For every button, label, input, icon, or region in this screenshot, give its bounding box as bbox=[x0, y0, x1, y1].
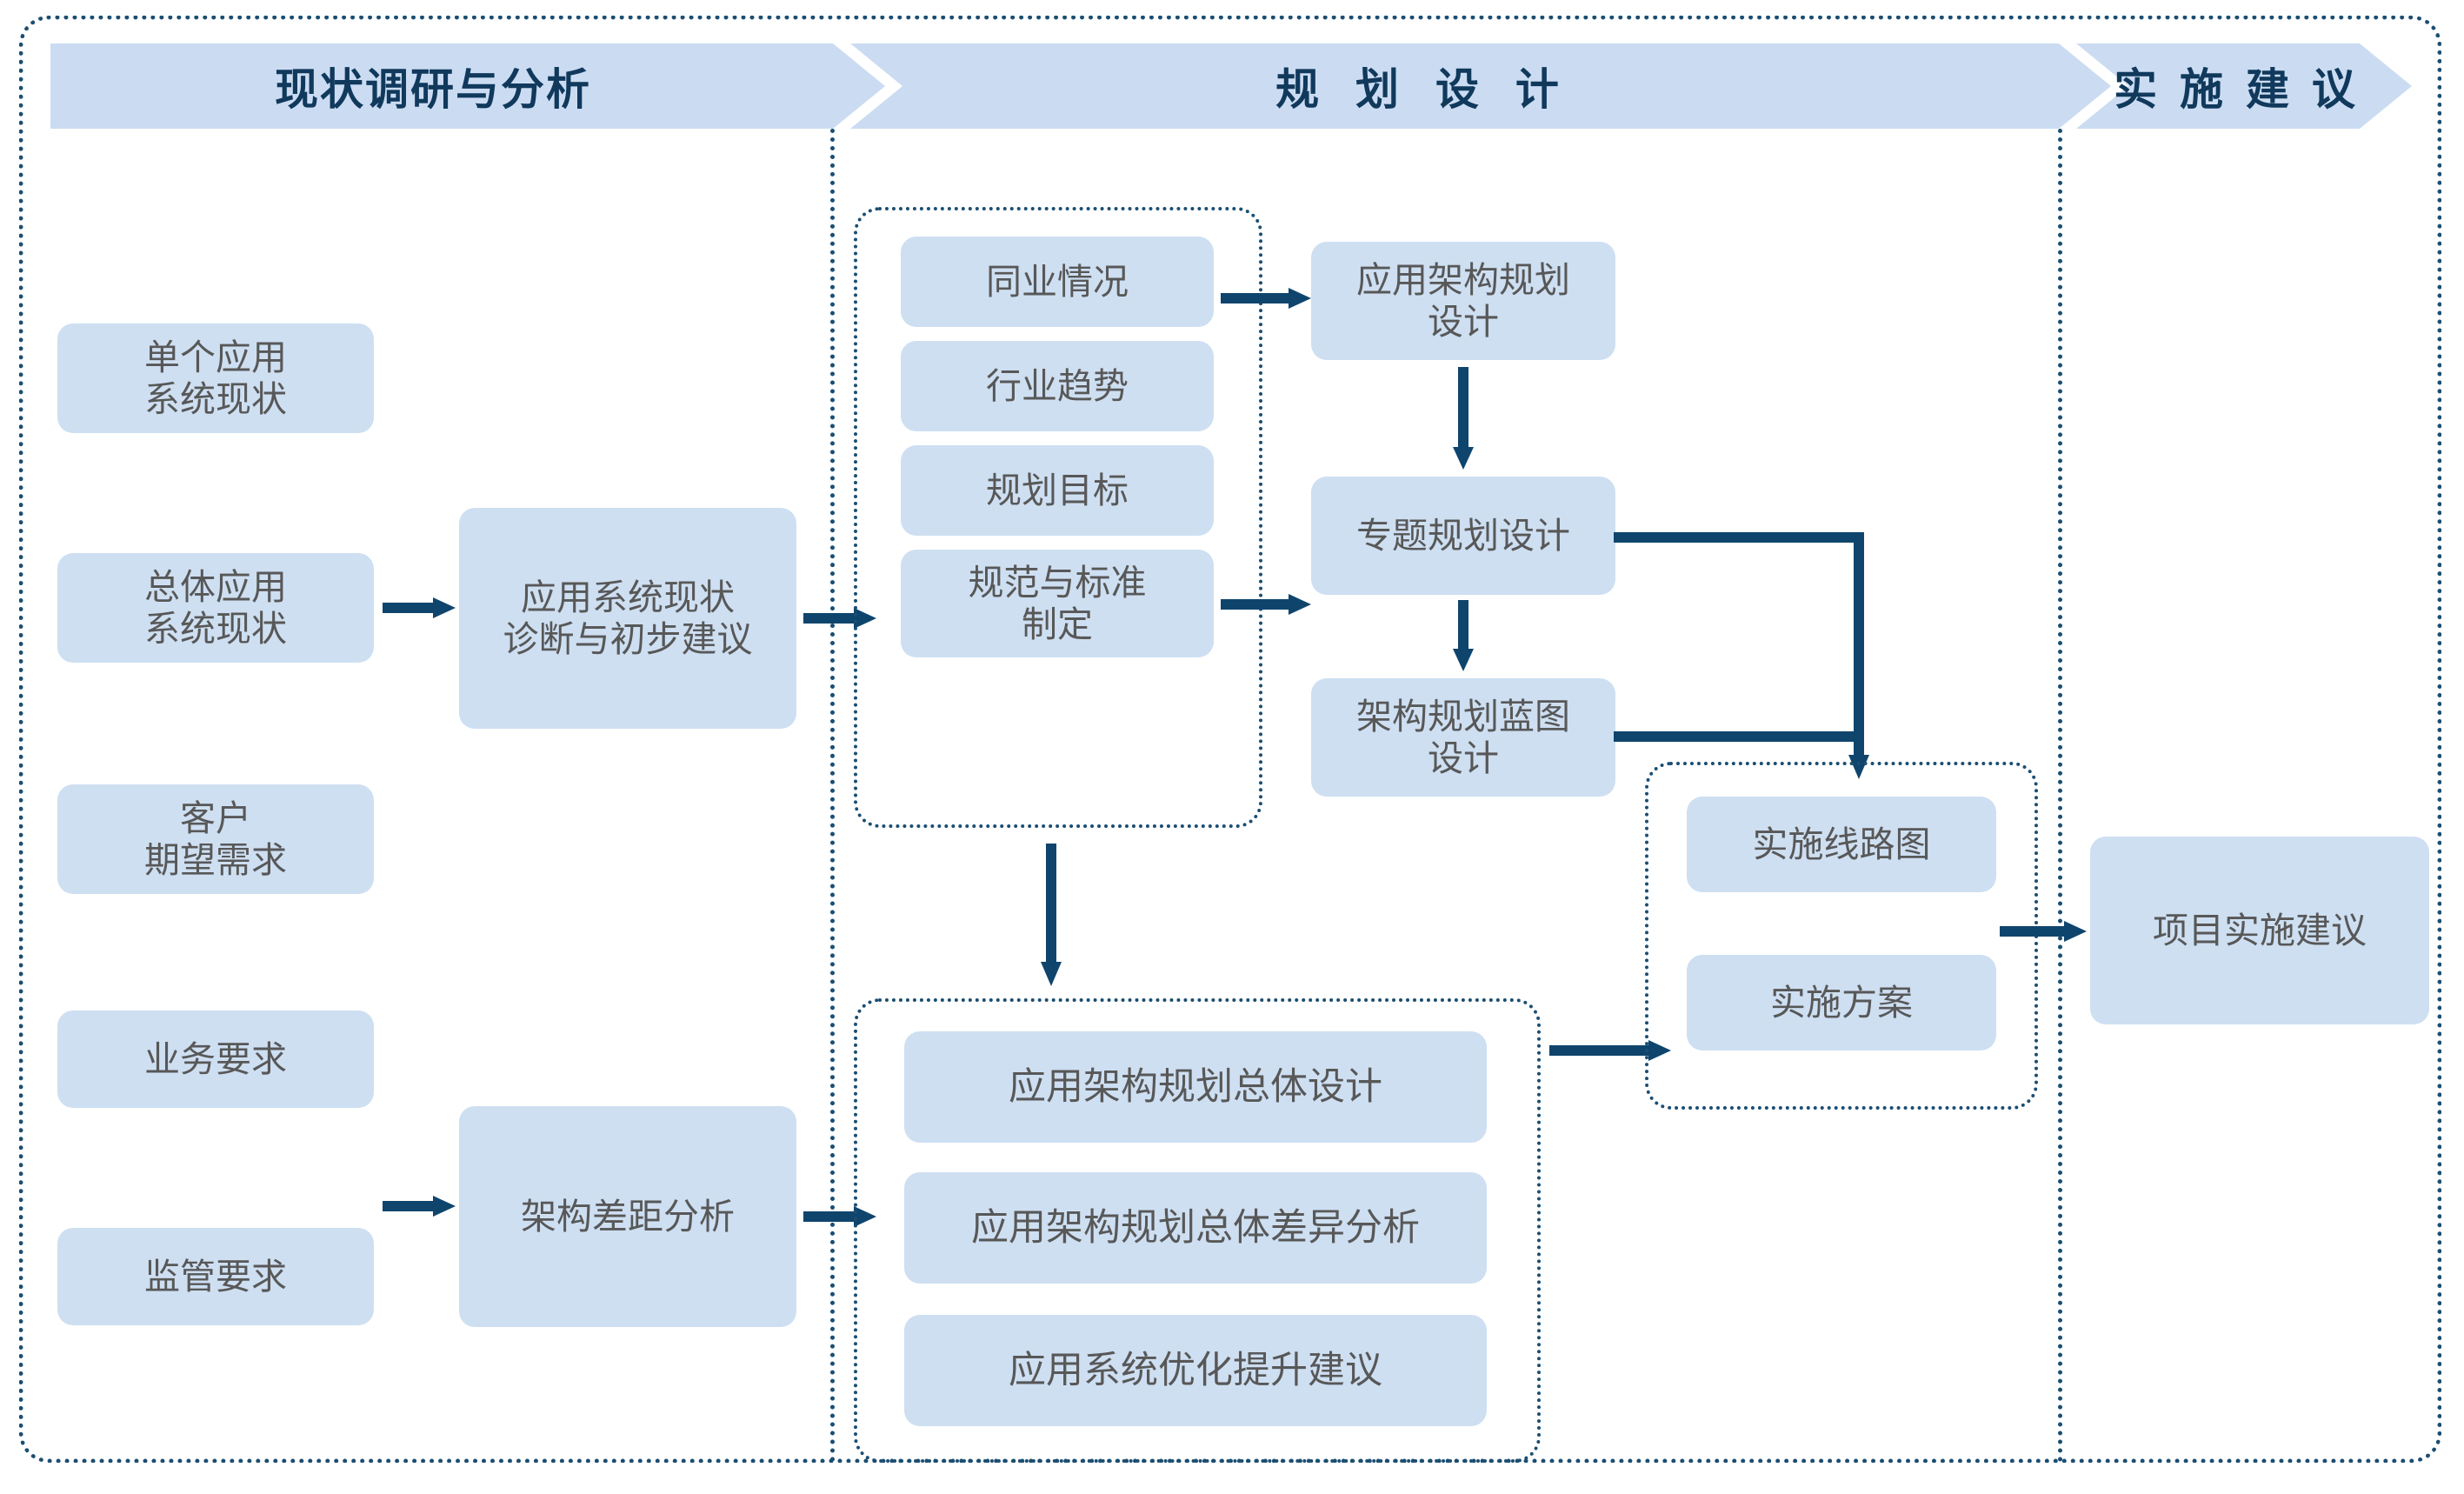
arrow-peer-situation-to-app-arch-plan bbox=[1221, 287, 1311, 310]
node-impl-roadmap[interactable]: 实施线路图 bbox=[1687, 797, 1996, 892]
arrow-topic-plan-to-implementation-group bbox=[1614, 522, 1875, 783]
group-planning-inputs bbox=[854, 207, 1262, 828]
arrow-requirements-to-gap-analysis bbox=[383, 1195, 456, 1217]
node-peer-situation[interactable]: 同业情况 bbox=[901, 237, 1214, 327]
node-diagnosis[interactable]: 应用系统现状 诊断与初步建议 bbox=[459, 508, 796, 729]
node-project-impl-advice[interactable]: 项目实施建议 bbox=[2090, 837, 2429, 1024]
arrow-diagnosis-to-planning-inputs bbox=[803, 607, 876, 630]
arrow-gap-analysis-to-overall-design bbox=[803, 1205, 876, 1228]
arrow-overall-design-to-implementation bbox=[1549, 1039, 1671, 1062]
arrow-standards-to-blueprint bbox=[1221, 593, 1311, 616]
group-overall-design bbox=[854, 998, 1541, 1463]
node-gap-analysis[interactable]: 架构差距分析 bbox=[459, 1106, 796, 1327]
arrow-app-arch-plan-to-topic-plan bbox=[1452, 367, 1475, 470]
node-overall-arch-design[interactable]: 应用架构规划总体设计 bbox=[904, 1031, 1487, 1143]
phase-banner bbox=[50, 43, 2412, 129]
node-optimization-advice[interactable]: 应用系统优化提升建议 bbox=[904, 1315, 1487, 1426]
node-impl-plan[interactable]: 实施方案 bbox=[1687, 955, 1996, 1050]
phase-title-implementation-advice: 实 施 建 议 bbox=[2114, 65, 2361, 114]
arrow-topic-plan-to-blueprint bbox=[1452, 600, 1475, 671]
node-app-arch-plan-design[interactable]: 应用架构规划 设计 bbox=[1311, 242, 1615, 360]
phase-title-current-state: 现状调研与分析 bbox=[275, 65, 591, 114]
node-planning-goal[interactable]: 规划目标 bbox=[901, 445, 1214, 536]
arrow-implementation-to-project-advice bbox=[2000, 920, 2087, 943]
input-business-req[interactable]: 业务要求 bbox=[57, 1010, 374, 1108]
arrow-overall-status-to-diagnosis bbox=[383, 597, 456, 619]
section-divider-analysis-planning bbox=[830, 129, 835, 1463]
input-overall-app-status[interactable]: 总体应用 系统现状 bbox=[57, 553, 374, 663]
arrow-planning-inputs-to-overall-design bbox=[1040, 844, 1062, 986]
input-regulatory-req[interactable]: 监管要求 bbox=[57, 1228, 374, 1325]
node-topic-plan-design[interactable]: 专题规划设计 bbox=[1311, 477, 1615, 595]
node-standards[interactable]: 规范与标准 制定 bbox=[901, 550, 1214, 657]
section-divider-planning-implementation bbox=[2058, 129, 2062, 1463]
node-arch-blueprint-design[interactable]: 架构规划蓝图 设计 bbox=[1311, 678, 1615, 797]
input-customer-needs[interactable]: 客户 期望需求 bbox=[57, 784, 374, 894]
arrow-blueprint-to-implementation-group bbox=[1614, 724, 1875, 750]
phase-title-planning-design: 规 划 设 计 bbox=[1275, 65, 1571, 114]
input-single-app-status[interactable]: 单个应用 系统现状 bbox=[57, 323, 374, 433]
node-overall-gap-analysis[interactable]: 应用架构规划总体差异分析 bbox=[904, 1172, 1487, 1284]
node-industry-trend[interactable]: 行业趋势 bbox=[901, 341, 1214, 431]
